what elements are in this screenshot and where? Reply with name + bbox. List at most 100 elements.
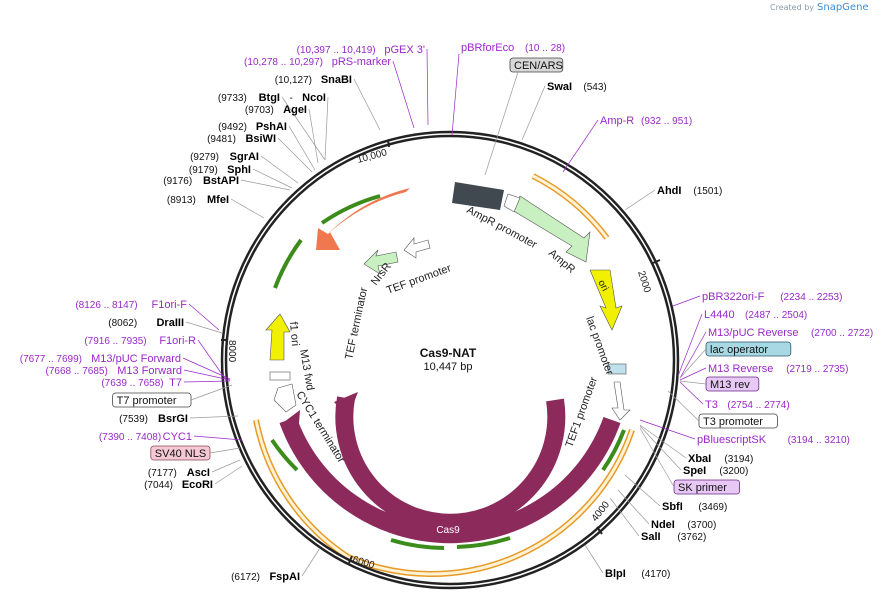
label-lac-operator: lac operator bbox=[710, 344, 768, 356]
label-t7-promoter: T7 promoter bbox=[117, 395, 177, 407]
label-swai-leader bbox=[521, 85, 546, 141]
label-t3-promoter-leader bbox=[667, 390, 700, 422]
label-m13-forward: M13 Forward bbox=[117, 365, 182, 377]
label-mfei-pos: (8913) bbox=[167, 195, 196, 206]
label-sk-primer: SK primer bbox=[678, 482, 727, 494]
label-cyc1-pos: (7390 .. 7408) bbox=[99, 432, 161, 443]
cyc1-terminator-feature bbox=[273, 383, 297, 413]
label-ndei-pos: (3700) bbox=[687, 520, 716, 531]
label-t7-leader bbox=[183, 380, 231, 383]
label-pshai-leader bbox=[288, 125, 316, 171]
label-sali-pos: (3762) bbox=[677, 532, 706, 543]
green-arrow-6 bbox=[270, 438, 299, 472]
label-f1ori-f: F1ori-F bbox=[152, 299, 188, 311]
label-ncoi: NcoI bbox=[302, 92, 326, 104]
ori-feature bbox=[589, 269, 623, 331]
label-f1ori-r: F1ori-R bbox=[159, 335, 196, 347]
label-pbr322ori-f-leader bbox=[672, 295, 701, 307]
green-arrow-3 bbox=[601, 429, 626, 472]
label-cas9-inner: Cas9 bbox=[436, 471, 460, 482]
label-ahdi-leader bbox=[624, 189, 656, 211]
f1-ori-feature bbox=[265, 313, 291, 361]
label-f1ori-r-leader bbox=[197, 339, 227, 381]
label-pgex-3-pos: (10,397 .. 10,419) bbox=[297, 45, 376, 56]
label-prs-marker-leader bbox=[392, 60, 415, 129]
label-cen-ars: CEN/ARS bbox=[514, 60, 563, 72]
label-m13-fwd: M13 fwd bbox=[297, 348, 316, 391]
tick-10000 bbox=[387, 139, 390, 148]
inner-features bbox=[265, 182, 631, 544]
label-m13-puc-reverse-pos: (2700 .. 2722) bbox=[811, 328, 873, 339]
label-ndei-leader bbox=[617, 489, 650, 525]
tick-label-8000: 8000 bbox=[226, 340, 237, 363]
credit-brand: SnapGene bbox=[817, 2, 869, 13]
label-ahdi: AhdI bbox=[657, 185, 681, 197]
label-bstapi-leader bbox=[240, 179, 291, 191]
label-asci-leader bbox=[211, 459, 241, 473]
label-sv40-nls: SV40 NLS bbox=[155, 448, 206, 460]
label-asci-pos: (7177) bbox=[148, 468, 177, 479]
label-bsrgi-pos: (7539) bbox=[119, 414, 148, 425]
label-f1ori-r-pos: (7916 .. 7935) bbox=[84, 336, 146, 347]
cen-ars-feature bbox=[452, 182, 504, 210]
label-bsiwi-pos: (9481) bbox=[207, 134, 236, 145]
cas9-band-a-inner bbox=[347, 429, 634, 576]
label-t7-pos: (7639 .. 7658) bbox=[101, 378, 163, 389]
label-amp-r-pos: (932 .. 951) bbox=[641, 116, 692, 127]
label-ori: ori bbox=[595, 278, 610, 293]
green-arrow-1 bbox=[320, 194, 381, 225]
label-amp-r-leader bbox=[562, 119, 599, 173]
label-snabi: SnaBI bbox=[321, 74, 352, 86]
label-draiii: DraIII bbox=[156, 317, 184, 329]
label-ndei: NdeI bbox=[651, 519, 675, 531]
label-m13-rev: M13 rev bbox=[710, 379, 750, 391]
natmx6-feature bbox=[316, 188, 410, 250]
label-amp-r: Amp-R bbox=[600, 115, 634, 127]
label-sgrai: SgrAI bbox=[230, 151, 259, 163]
green-arrow-5 bbox=[456, 536, 511, 549]
label-sk-primer-leader bbox=[639, 427, 675, 488]
label-sv40-nls-leader bbox=[209, 447, 241, 454]
ampr-feature bbox=[511, 195, 591, 263]
label-m13-reverse: M13 Reverse bbox=[708, 363, 773, 375]
label-blpi-pos: (4170) bbox=[641, 569, 670, 580]
label-pbrforeco-pos: (10 .. 28) bbox=[525, 43, 565, 54]
label-draiii-leader bbox=[185, 321, 223, 334]
label-sali-leader bbox=[609, 497, 640, 537]
label-cas9-outer: Cas9 bbox=[436, 525, 460, 536]
label-f1ori-f-leader bbox=[188, 303, 220, 331]
label-prs-marker-pos: (10,278 .. 10,297) bbox=[244, 57, 323, 68]
label-pgex-3: pGEX 3' bbox=[384, 44, 425, 56]
label-sphi: SphI bbox=[227, 164, 251, 176]
label-m13-puc-reverse: M13/pUC Reverse bbox=[708, 327, 798, 339]
label-bsrgi-leader bbox=[189, 415, 239, 419]
label-ecori-pos: (7044) bbox=[144, 480, 173, 491]
tef1-promoter-feature bbox=[611, 381, 631, 421]
callout-labels: SwaI(543)Amp-R(932 .. 951)AhdI(1501)pBR3… bbox=[20, 42, 874, 583]
tick-marks bbox=[221, 139, 661, 564]
label-mfei-leader bbox=[230, 198, 265, 219]
label-l4440-leader bbox=[677, 313, 703, 377]
tick-label-6000: 6000 bbox=[351, 554, 376, 571]
label-spei-pos: (3200) bbox=[719, 466, 748, 477]
label-t3-promoter: T3 promoter bbox=[703, 416, 763, 428]
label-tef-promoter: TEF promoter bbox=[385, 262, 453, 297]
label-sbfi-pos: (3469) bbox=[698, 502, 727, 513]
cas9-inner-head bbox=[334, 392, 358, 418]
label-cen-ars-leader bbox=[484, 71, 519, 176]
label-lac-operator-leader bbox=[679, 348, 707, 379]
label-pbluescriptsk-pos: (3194 .. 3210) bbox=[788, 435, 850, 446]
backbone-inner bbox=[224, 134, 676, 586]
label-m13-forward-leader bbox=[183, 369, 231, 381]
label-agei-leader bbox=[308, 108, 319, 164]
label-m13-rev-leader bbox=[679, 380, 707, 385]
label-cen-ars-box bbox=[509, 57, 564, 73]
label-pbr322ori-f: pBR322ori-F bbox=[702, 291, 765, 303]
label-m13-puc-forward-pos: (7677 .. 7699) bbox=[20, 354, 82, 365]
label-m13-puc-forward-leader bbox=[182, 357, 231, 380]
label-snabi-leader bbox=[353, 78, 381, 131]
green-arrow-2 bbox=[273, 238, 303, 289]
label-t3-leader bbox=[679, 381, 704, 405]
